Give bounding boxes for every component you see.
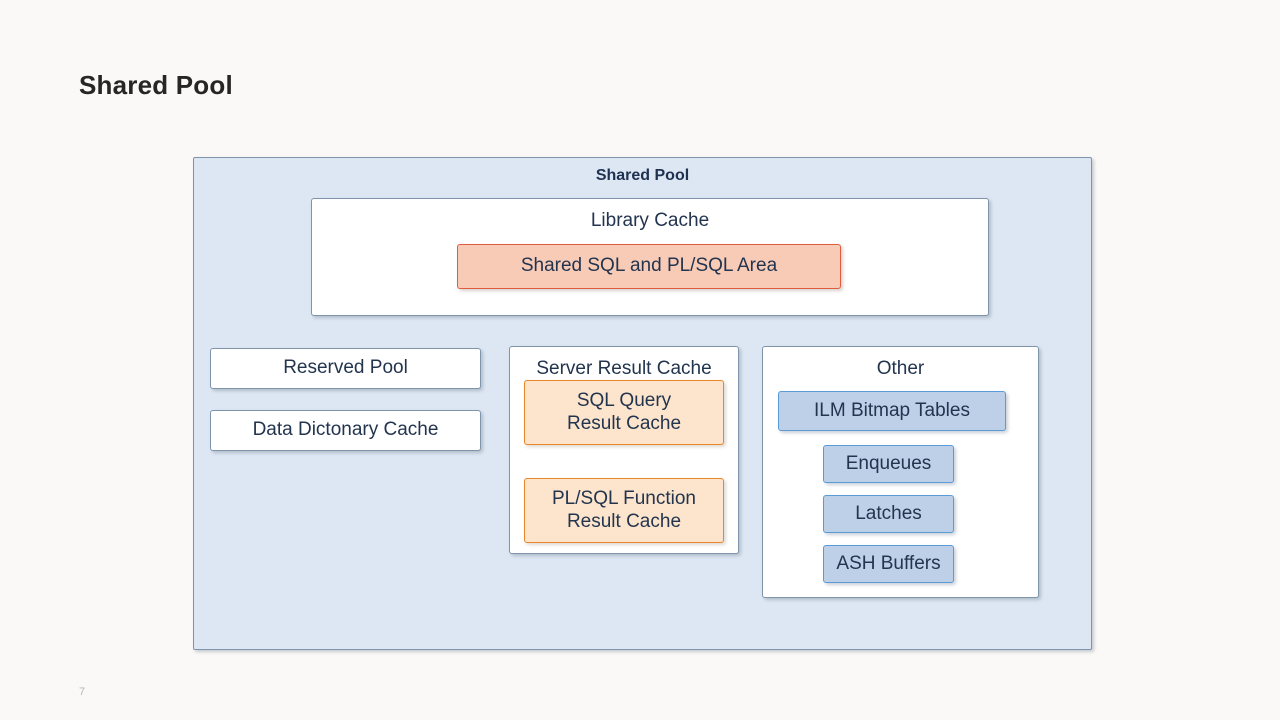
server-result-cache-label: Server Result Cache: [536, 358, 712, 379]
enqueues-box: Enqueues: [823, 445, 954, 483]
ilm-bitmap-tables-box: ILM Bitmap Tables: [778, 391, 1006, 431]
ash-buffers-box: ASH Buffers: [823, 545, 954, 583]
shared-pool-container-label: Shared Pool: [595, 167, 690, 184]
library-cache-group: Library Cache: [311, 198, 989, 316]
library-cache-label: Library Cache: [590, 210, 710, 231]
plsql-function-result-cache-box: PL/SQL Function Result Cache: [524, 478, 724, 543]
latches-box: Latches: [823, 495, 954, 533]
shared-pool-container: Shared Pool Library Cache Shared SQL and…: [193, 157, 1092, 650]
other-group-label: Other: [876, 358, 925, 379]
reserved-pool-box: Reserved Pool: [210, 348, 481, 389]
sql-query-result-cache-box: SQL Query Result Cache: [524, 380, 724, 445]
slide-page-number: 7: [79, 686, 86, 698]
data-dictionary-cache-box: Data Dictonary Cache: [210, 410, 481, 451]
page-title: Shared Pool: [79, 70, 233, 100]
shared-sql-and-plsql-area-box: Shared SQL and PL/SQL Area: [457, 244, 841, 289]
